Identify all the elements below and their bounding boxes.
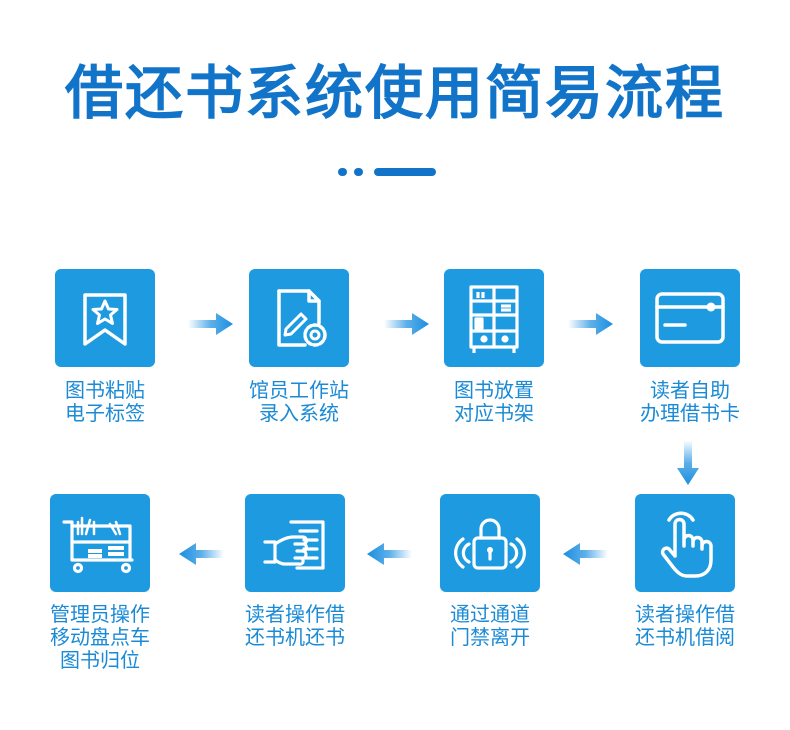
arrow-left-icon bbox=[179, 543, 224, 565]
flow-step-1-label: 图书粘贴电子标签 bbox=[65, 378, 145, 425]
arrow-left-icon bbox=[563, 543, 608, 565]
touch-hand-icon bbox=[635, 494, 735, 592]
library-card-icon bbox=[640, 269, 740, 367]
arrow-right-icon bbox=[188, 313, 233, 335]
flow-step-3-label: 图书放置对应书架 bbox=[454, 378, 534, 425]
bookshelf-icon bbox=[444, 269, 544, 367]
page-title: 借还书系统使用简易流程 bbox=[64, 59, 725, 127]
arrow-down-icon bbox=[677, 440, 699, 485]
arrow-right-icon bbox=[384, 313, 429, 335]
rfid-lock-icon bbox=[440, 494, 540, 592]
document-gear-icon bbox=[249, 269, 349, 367]
flow-step-4-label: 读者自助办理借书卡 bbox=[640, 378, 740, 425]
hand-document-icon bbox=[245, 494, 345, 592]
bookmark-star-icon bbox=[55, 269, 155, 367]
flow-step-2-label: 馆员工作站录入系统 bbox=[249, 378, 349, 425]
book-cart-icon bbox=[50, 494, 150, 592]
title-dot-decoration bbox=[354, 168, 363, 176]
flow-step-8-label: 管理员操作移动盘点车图书归位 bbox=[50, 602, 150, 672]
title-dot-decoration bbox=[338, 168, 347, 176]
arrow-right-icon bbox=[568, 313, 613, 335]
title-bar-decoration bbox=[374, 168, 436, 176]
flow-step-5-label: 读者操作借还书机借阅 bbox=[635, 602, 735, 649]
flow-step-7-label: 读者操作借还书机还书 bbox=[245, 602, 345, 649]
arrow-left-icon bbox=[367, 543, 412, 565]
flow-step-6-label: 通过通道门禁离开 bbox=[450, 602, 530, 649]
